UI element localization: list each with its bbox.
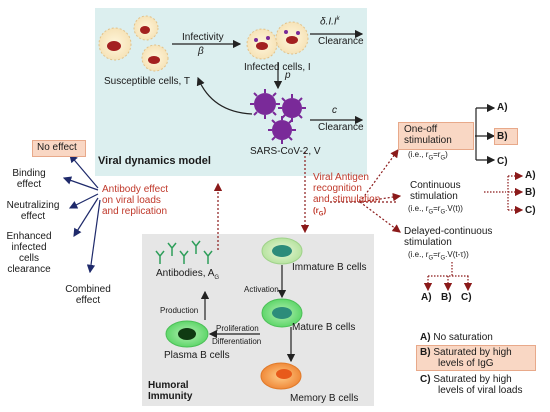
no-effect-box bbox=[32, 140, 86, 157]
c-label: c bbox=[332, 105, 337, 116]
antibodies-label: Antibodies, AG bbox=[156, 268, 220, 281]
p-label: p bbox=[285, 70, 291, 81]
clearance-infected-label: Clearance bbox=[318, 36, 364, 47]
immature-b-cells-label: Immature B cells bbox=[292, 262, 367, 273]
differentiation-label: Differentiation bbox=[212, 337, 262, 346]
viral-antigen-label: Viral Antigen recognition and stimulatio… bbox=[313, 172, 381, 218]
delayed-formula: (i.e., rG=rG.V(t-τ)) bbox=[408, 250, 469, 262]
delayed-option-c: C) bbox=[461, 292, 472, 303]
legend-b: B) Saturated by high levels of IgG bbox=[420, 347, 512, 369]
antibody-effect-label: Antibody effect on viral loads and repli… bbox=[102, 184, 168, 217]
production-label: Production bbox=[160, 306, 199, 315]
delayed-option-a: A) bbox=[421, 292, 432, 303]
one-off-option-c: C) bbox=[497, 156, 508, 167]
legend-c: C) Saturated by high levels of viral loa… bbox=[420, 374, 523, 396]
mature-b-cells-label: Mature B cells bbox=[292, 322, 356, 333]
proliferation-label: Proliferation bbox=[216, 324, 259, 333]
mature-b-cell-icon bbox=[261, 298, 303, 328]
continuous-option-b: B) bbox=[525, 187, 536, 198]
continuous-formula: (i.e., rG=rG.V(t)) bbox=[408, 204, 463, 216]
infected-cells-label: Infected cells, I bbox=[244, 62, 311, 73]
infected-cells-icon bbox=[246, 21, 309, 60]
legend-b-box bbox=[416, 345, 536, 371]
antibodies-icon bbox=[155, 240, 213, 264]
one-off-option-b-box bbox=[494, 128, 518, 145]
activation-label: Activation bbox=[244, 285, 279, 294]
immature-b-cell-icon bbox=[261, 237, 303, 265]
one-off-box bbox=[398, 122, 474, 150]
memory-b-cells-label: Memory B cells bbox=[290, 393, 359, 404]
memory-b-cell-icon bbox=[260, 362, 302, 390]
plasma-b-cell-icon bbox=[165, 320, 209, 348]
delta-label: δ.I.Ik bbox=[320, 16, 340, 28]
one-off-formula: (i.e., rG=rG) bbox=[408, 150, 448, 162]
clearance-virus-label: Clearance bbox=[318, 122, 364, 133]
delayed-option-b: B) bbox=[441, 292, 452, 303]
legend-a: A) No saturation bbox=[420, 332, 493, 343]
sars-cov-2-icon bbox=[250, 89, 306, 144]
one-off-option-b: B) bbox=[497, 131, 508, 142]
continuous-option-a: A) bbox=[525, 170, 536, 181]
plasma-b-cells-label: Plasma B cells bbox=[164, 350, 230, 361]
susceptible-cells-label: Susceptible cells, T bbox=[104, 76, 190, 87]
humoral-immunity-panel bbox=[142, 234, 374, 406]
virus-label: SARS-CoV-2, V bbox=[250, 146, 321, 157]
one-off-option-a: A) bbox=[497, 102, 508, 113]
viral-model-title: Viral dynamics model bbox=[98, 155, 211, 167]
continuous-option-c: C) bbox=[525, 205, 536, 216]
no-effect-label: No effect bbox=[37, 142, 77, 153]
beta-label: β bbox=[198, 46, 204, 57]
infectivity-label: Infectivity bbox=[182, 32, 224, 43]
susceptible-cells-icon bbox=[98, 15, 169, 72]
